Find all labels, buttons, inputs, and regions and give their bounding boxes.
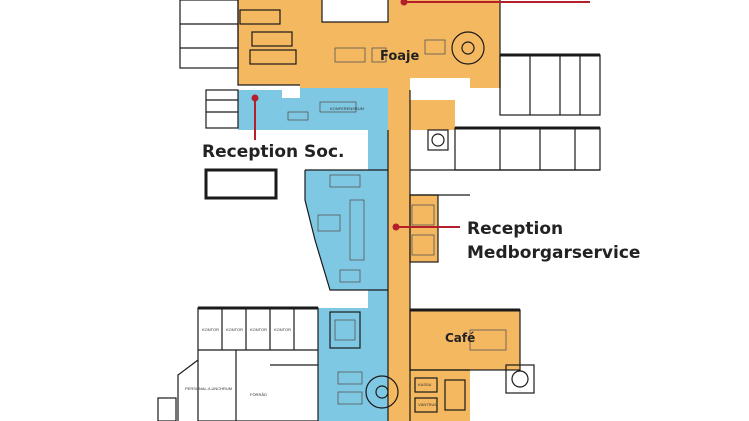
reception-med-label-line2: Medborgarservice	[467, 243, 640, 263]
leader-lines	[251, 0, 590, 231]
forrad-label: FÖRRÅD	[250, 392, 267, 397]
reception-soc-label: Reception Soc.	[202, 142, 345, 162]
public-zone-orange	[238, 0, 520, 421]
kontor-label-1: KONTOR	[202, 327, 219, 332]
room-labels: KONTOR KONTOR KONTOR KONTOR KONFERENSRUM…	[185, 106, 438, 407]
kontor-label-4: KONTOR	[274, 327, 291, 332]
heavy-walls	[198, 53, 600, 312]
kontor-label-2: KONTOR	[226, 327, 243, 332]
konferensrum-label: KONFERENSRUM	[330, 106, 364, 111]
foyer-label: Foaje	[380, 49, 420, 64]
vantrum-label: VÄNTRUM	[418, 402, 438, 407]
personalrum-label: PERSONAL-/LUNCHRUM	[185, 386, 232, 391]
cafe-label: Café	[445, 331, 475, 345]
social-services-zone-blue	[238, 88, 388, 421]
furniture	[287, 39, 507, 405]
kontor-label-3: KONTOR	[250, 327, 267, 332]
reception-med-label-line1: Reception	[467, 219, 563, 239]
kassa-label: KASSA	[418, 382, 432, 387]
